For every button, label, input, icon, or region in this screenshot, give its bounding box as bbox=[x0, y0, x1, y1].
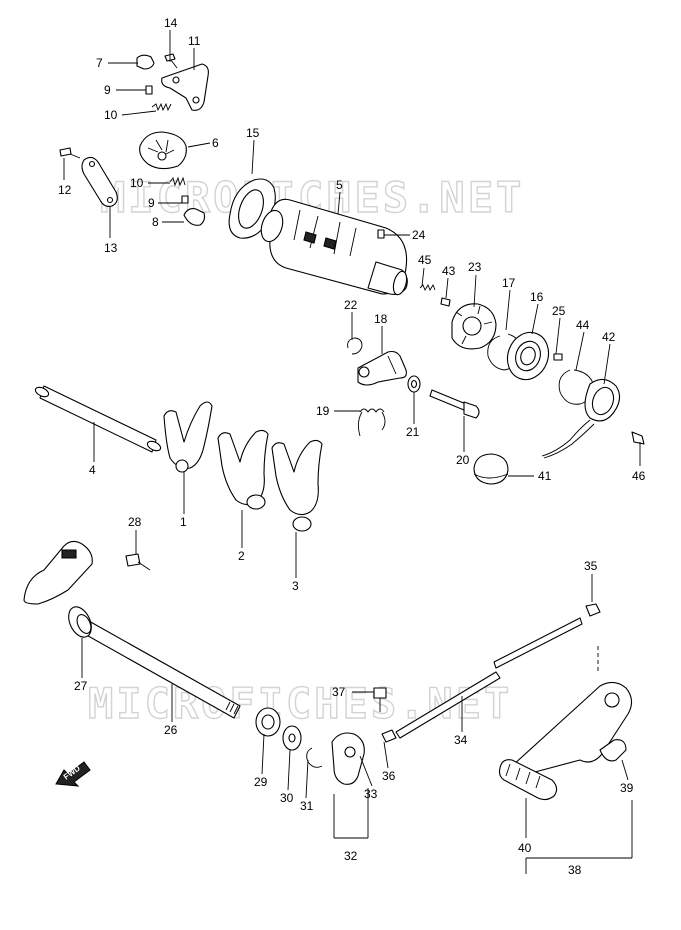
callout-23: 23 bbox=[468, 260, 482, 274]
callout-22: 22 bbox=[344, 298, 358, 312]
callout-13: 13 bbox=[104, 241, 118, 255]
callout-5: 5 bbox=[336, 178, 343, 192]
callout-25: 25 bbox=[552, 304, 566, 318]
fwd-arrow-icon: FWD bbox=[55, 761, 91, 787]
circlip-31 bbox=[306, 747, 323, 768]
callout-37: 37 bbox=[332, 685, 346, 699]
bolt-20 bbox=[429, 389, 480, 419]
callout-26: 26 bbox=[164, 723, 178, 737]
pin-plate-23 bbox=[451, 303, 497, 350]
callout-labels: 14 7 11 9 10 6 15 12 10 9 5 8 13 24 45 4… bbox=[58, 16, 646, 877]
callout-10a: 10 bbox=[104, 108, 118, 122]
callout-36: 36 bbox=[382, 769, 396, 783]
switch-28 bbox=[125, 553, 151, 571]
callout-33: 33 bbox=[364, 787, 378, 801]
washer-21 bbox=[407, 375, 421, 393]
shift-arm-18 bbox=[357, 350, 407, 386]
callout-24: 24 bbox=[412, 228, 426, 242]
callout-28: 28 bbox=[128, 515, 142, 529]
callout-15: 15 bbox=[246, 126, 260, 140]
callout-9b: 9 bbox=[148, 196, 155, 210]
stopper-plate-11 bbox=[161, 63, 209, 111]
gearshift-drum-5 bbox=[260, 198, 408, 296]
stopper-8 bbox=[183, 208, 206, 226]
tie-rod-34 bbox=[395, 617, 583, 739]
callout-17: 17 bbox=[502, 276, 516, 290]
gearshift-cam-6 bbox=[139, 131, 187, 170]
lever-33 bbox=[331, 732, 365, 785]
leader-lines bbox=[63, 30, 641, 874]
spring-10a bbox=[151, 102, 172, 112]
callout-44: 44 bbox=[576, 318, 590, 332]
callout-3: 3 bbox=[292, 579, 299, 593]
callout-1: 1 bbox=[180, 515, 187, 529]
pin-9b bbox=[181, 195, 189, 204]
spring-45 bbox=[419, 283, 436, 292]
screw-12 bbox=[59, 147, 81, 159]
callout-30: 30 bbox=[280, 791, 294, 805]
callout-20: 20 bbox=[456, 453, 470, 467]
nut-36 bbox=[381, 729, 397, 743]
bolt-37 bbox=[373, 687, 387, 712]
callout-35: 35 bbox=[584, 559, 598, 573]
callout-45: 45 bbox=[418, 253, 432, 267]
bearing-16 bbox=[506, 331, 550, 381]
clamp-46 bbox=[631, 431, 645, 445]
callout-8: 8 bbox=[152, 215, 159, 229]
bolt-14 bbox=[164, 53, 178, 69]
circlip-22 bbox=[347, 337, 363, 355]
callout-41: 41 bbox=[538, 469, 552, 483]
callout-18: 18 bbox=[374, 312, 388, 326]
callout-11: 11 bbox=[188, 34, 201, 48]
sensor-42 bbox=[541, 378, 621, 459]
cap-41 bbox=[473, 453, 509, 485]
pin-25 bbox=[553, 353, 563, 361]
callout-46: 46 bbox=[632, 469, 646, 483]
shift-fork-3 bbox=[271, 439, 323, 532]
callout-10b: 10 bbox=[130, 176, 144, 190]
spring-19 bbox=[357, 408, 386, 437]
rubber-40 bbox=[498, 759, 558, 801]
pin-9a bbox=[145, 85, 153, 95]
stopper-13 bbox=[81, 156, 118, 207]
shift-fork-1 bbox=[163, 401, 213, 473]
shift-rod-4 bbox=[34, 385, 162, 453]
stopper-cap-7 bbox=[136, 54, 155, 70]
shift-fork-2 bbox=[217, 429, 269, 510]
washer-30 bbox=[282, 725, 302, 751]
callout-12: 12 bbox=[58, 183, 72, 197]
callout-9a: 9 bbox=[104, 83, 111, 97]
callout-31: 31 bbox=[300, 799, 314, 813]
callout-34: 34 bbox=[454, 733, 468, 747]
callout-43: 43 bbox=[442, 264, 456, 278]
callout-27: 27 bbox=[74, 679, 88, 693]
watermark-bottom: MICROFICHES.NET bbox=[88, 679, 512, 728]
nut-35 bbox=[585, 603, 601, 617]
callout-7: 7 bbox=[96, 56, 103, 70]
bolt-39 bbox=[599, 739, 627, 762]
circlip-44 bbox=[558, 369, 595, 405]
callout-4: 4 bbox=[89, 463, 96, 477]
shift-lever-38 bbox=[511, 681, 633, 777]
callout-42: 42 bbox=[602, 330, 616, 344]
callout-14: 14 bbox=[164, 16, 178, 30]
seal-27 bbox=[68, 606, 92, 638]
callout-38: 38 bbox=[568, 863, 582, 877]
callout-32: 32 bbox=[344, 849, 358, 863]
pin-24 bbox=[377, 229, 385, 239]
callout-16: 16 bbox=[530, 290, 544, 304]
bearing-29 bbox=[255, 707, 281, 737]
callout-19: 19 bbox=[316, 404, 330, 418]
callout-6: 6 bbox=[212, 136, 219, 150]
pin-43 bbox=[440, 297, 451, 307]
callout-39: 39 bbox=[620, 781, 634, 795]
callout-21: 21 bbox=[406, 425, 420, 439]
spring-10b bbox=[169, 176, 186, 187]
callout-40: 40 bbox=[518, 841, 532, 855]
callout-29: 29 bbox=[254, 775, 268, 789]
callout-2: 2 bbox=[238, 549, 245, 563]
